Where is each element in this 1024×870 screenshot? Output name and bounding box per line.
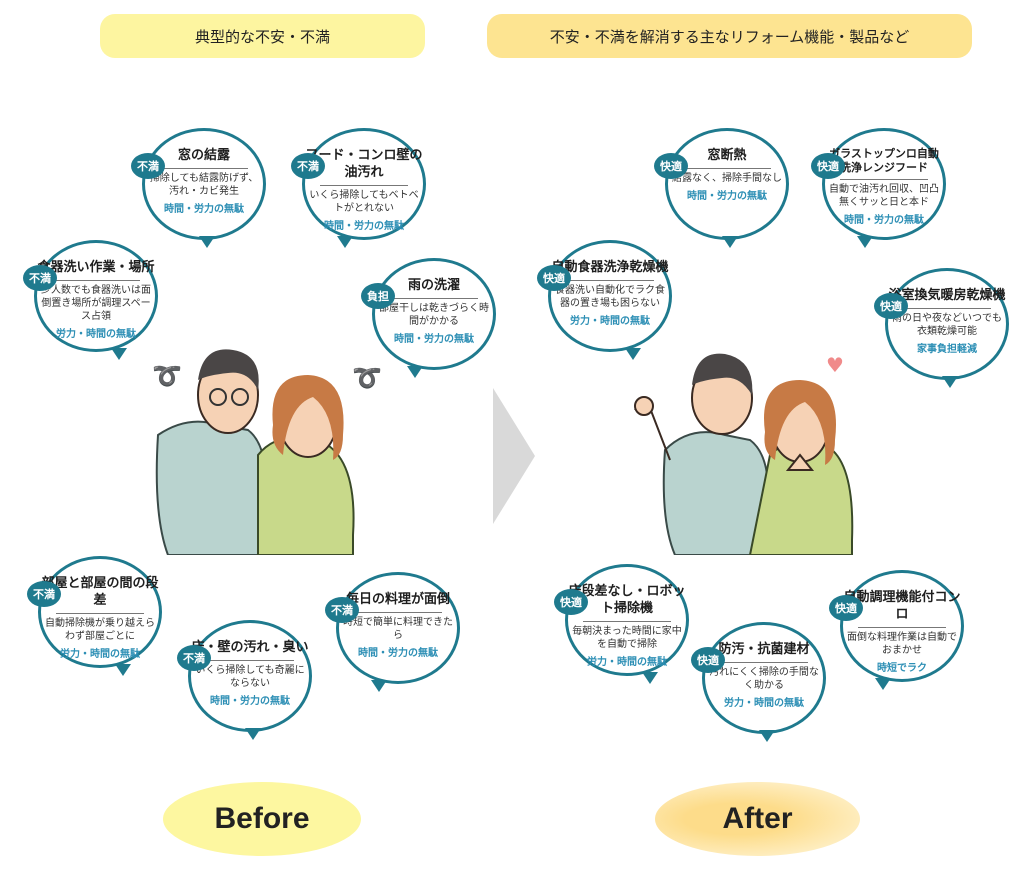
before-bubble-daily-cooking: 不満 毎日の料理が面倒 時短で簡単に料理できたら 時間・労力の無駄 <box>325 572 460 692</box>
status-badge: 快適 <box>874 293 908 319</box>
after-bubble-auto-cooking: 快適 自動調理機能付コンロ 面倒な料理作業は自動でおまかせ 時短でラク <box>829 570 964 690</box>
bubble-title: 自動食器洗浄乾燥機 <box>551 260 669 275</box>
bubble-desc: 時短で簡単に料理できたら <box>343 617 453 641</box>
bubble-result: 労力・時間の無駄 <box>587 657 667 668</box>
before-bubble-room-steps: 不満 部屋と部屋の間の段差 自動掃除機が乗り越えらわず部屋ごとに 労力・時間の無… <box>27 556 162 676</box>
bubble-desc: 掃除しても結露防げず、汚れ・カビ発生 <box>149 173 259 197</box>
bubble-desc: 食器洗い自動化でラク食器の置き場も困らない <box>555 285 665 309</box>
after-bubble-bath-dryer: 快適 浴室換気暖房乾燥機 雨の日や夜などいつでも衣類乾燥可能 家事負担軽減 <box>874 268 1009 388</box>
bubble-desc: 面倒な料理作業は自動でおまかせ <box>847 632 957 656</box>
after-bubble-glass-top-stove: 快適 ガラストップンロ自動洗浄レンジフード 自動で油汚れ回収、凹凸無くサッと日と… <box>811 128 946 248</box>
after-label: After <box>655 782 860 856</box>
bubble-result: 時間・労力の無駄 <box>324 221 404 232</box>
status-badge: 不満 <box>27 581 61 607</box>
bubble-title: 浴室換気暖房乾燥機 <box>888 288 1006 303</box>
bubble-result: 時間・労力の無駄 <box>394 334 474 345</box>
after-bubble-dishwasher: 快適 自動食器洗浄乾燥機 食器洗い自動化でラク食器の置き場も困らない 労力・時間… <box>537 240 672 360</box>
worried-couple-illustration <box>148 335 370 556</box>
bubble-title: 窓断熱 <box>707 148 747 163</box>
bubble-desc: いくら掃除しても奇麗にならない <box>195 665 305 689</box>
before-bubble-dishwashing: 不満 食器洗い作業・場所 少人数でも食器洗いは面倒置き場所が調理スペース占領 労… <box>23 240 158 360</box>
bubble-result: 時間・労力の無駄 <box>687 191 767 202</box>
bubble-desc: 部屋干しは乾きづらく時間がかかる <box>379 303 489 327</box>
bubble-title: ガラストップンロ自動洗浄レンジフード <box>829 147 939 174</box>
status-badge: 不満 <box>23 265 57 291</box>
bubble-result: 労力・時間の無駄 <box>724 698 804 709</box>
bubble-title: 床・壁の汚れ・臭い <box>191 640 309 655</box>
heart-icon: ♥ <box>826 353 844 377</box>
bubble-result: 時間・労力の無駄 <box>210 696 290 707</box>
bubble-desc: 自動で油汚れ回収、凹凸無くサッと日と本ド <box>829 184 939 208</box>
bubble-title: 床段差なし・ロボット掃除機 <box>568 584 686 616</box>
bubble-title: 自動調理機能付コンロ <box>843 590 961 622</box>
after-bubble-antibacterial: 快適 防汚・抗菌建材 汚れにくく掃除の手間なく助かる 労力・時間の無駄 <box>691 622 826 742</box>
status-badge: 快適 <box>829 595 863 621</box>
bubble-desc: 結露なく、掃除手間なし <box>672 173 782 184</box>
bubble-title: 部屋と部屋の間の段差 <box>41 576 159 608</box>
bubble-desc: 自動掃除機が乗り越えらわず部屋ごとに <box>45 618 155 642</box>
bubble-title: 窓の結露 <box>177 148 230 163</box>
status-badge: 快適 <box>691 647 725 673</box>
status-badge: 不満 <box>291 153 325 179</box>
before-bubble-window-condensation: 不満 窓の結露 掃除しても結露防げず、汚れ・カビ発生 時間・労力の無駄 <box>131 128 266 248</box>
bubble-result: 家事負担軽減 <box>917 344 977 355</box>
bubble-desc: 少人数でも食器洗いは面倒置き場所が調理スペース占領 <box>41 285 151 322</box>
bubble-title: 食器洗い作業・場所 <box>37 260 155 275</box>
status-badge: 快適 <box>537 265 571 291</box>
bubble-result: 労力・時間の無駄 <box>60 649 140 660</box>
before-bubble-floor-walls: 不満 床・壁の汚れ・臭い いくら掃除しても奇麗にならない 時間・労力の無駄 <box>177 620 312 740</box>
bubble-title: フード・コンロ壁の油汚れ <box>305 148 423 180</box>
after-bubble-robot-vacuum: 快適 床段差なし・ロボット掃除機 毎朝決まった時間に家中を自動で掃除 労力・時間… <box>554 564 689 684</box>
bubble-result: 時間・労力の無駄 <box>358 648 438 659</box>
status-badge: 快適 <box>654 153 688 179</box>
squiggle-icon: ➰ <box>152 362 182 390</box>
happy-couple-illustration <box>630 340 860 556</box>
after-bubble-window-insulation: 快適 窓断熱 結露なく、掃除手間なし 時間・労力の無駄 <box>654 128 789 248</box>
bubble-desc: 毎朝決まった時間に家中を自動で掃除 <box>572 626 682 650</box>
arrow-right-icon <box>493 388 535 524</box>
status-badge: 快適 <box>554 589 588 615</box>
status-badge: 不満 <box>177 645 211 671</box>
status-badge: 負担 <box>361 283 395 309</box>
bubble-desc: いくら掃除してもベトベトがとれない <box>309 190 419 214</box>
after-header: 不安・不満を解消する主なリフォーム機能・製品など <box>487 14 972 58</box>
bubble-title: 雨の洗濯 <box>407 278 460 293</box>
status-badge: 不満 <box>325 597 359 623</box>
status-badge: 快適 <box>811 153 845 179</box>
bubble-result: 労力・時間の無駄 <box>570 316 650 327</box>
status-badge: 不満 <box>131 153 165 179</box>
bubble-result: 時短でラク <box>877 663 927 674</box>
bubble-title: 毎日の料理が面倒 <box>345 592 450 607</box>
before-header: 典型的な不安・不満 <box>100 14 425 58</box>
bubble-title: 防汚・抗菌建材 <box>718 642 810 657</box>
bubble-desc: 雨の日や夜などいつでも衣類乾燥可能 <box>892 313 1002 337</box>
bubble-result: 時間・労力の無駄 <box>844 215 924 226</box>
bubble-result: 労力・時間の無駄 <box>56 329 136 340</box>
squiggle-icon: ➰ <box>352 364 382 392</box>
bubble-result: 時間・労力の無駄 <box>164 204 244 215</box>
before-label: Before <box>163 782 361 856</box>
before-bubble-rainy-laundry: 負担 雨の洗濯 部屋干しは乾きづらく時間がかかる 時間・労力の無駄 <box>361 258 496 378</box>
bubble-desc: 汚れにくく掃除の手間なく助かる <box>709 667 819 691</box>
before-bubble-hood-grease: 不満 フード・コンロ壁の油汚れ いくら掃除してもベトベトがとれない 時間・労力の… <box>291 128 426 248</box>
